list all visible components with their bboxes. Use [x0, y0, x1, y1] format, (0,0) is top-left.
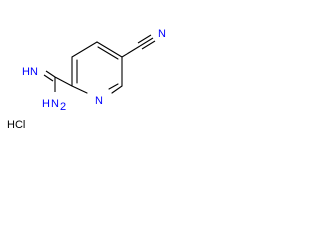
triple-bond-c — [141, 40, 156, 50]
bond-c5-c6 — [111, 85, 123, 94]
amine-h-label: H — [42, 98, 50, 110]
bond-n1-c2 — [71, 85, 88, 94]
double-bond-cn-a — [45, 70, 56, 78]
chemical-structure: N HN H N 2 N HCl — [7, 28, 166, 131]
nitrile-n-label: N — [158, 28, 166, 40]
salt-label: HCl — [7, 119, 25, 131]
bond-c3-c4 — [96, 41, 123, 58]
bond-c3-c4-inner — [97, 46, 119, 60]
nitrile-group — [121, 34, 156, 58]
amine-subscript: 2 — [60, 101, 66, 113]
pyridine-ring — [71, 41, 123, 94]
amidine-group — [43, 70, 73, 92]
double-bond-cn-b — [43, 74, 54, 82]
imine-label: HN — [22, 66, 38, 78]
triple-bond-b — [137, 34, 152, 44]
amine-n-label: N — [51, 98, 59, 110]
bond-c5-c6-inner — [108, 83, 119, 90]
bond-c2-amidine — [54, 76, 73, 87]
bond-c2-c3 — [71, 41, 98, 58]
bond-c4-cn — [121, 45, 141, 58]
triple-bond-a — [139, 37, 154, 47]
ring-n-label: N — [95, 95, 103, 107]
